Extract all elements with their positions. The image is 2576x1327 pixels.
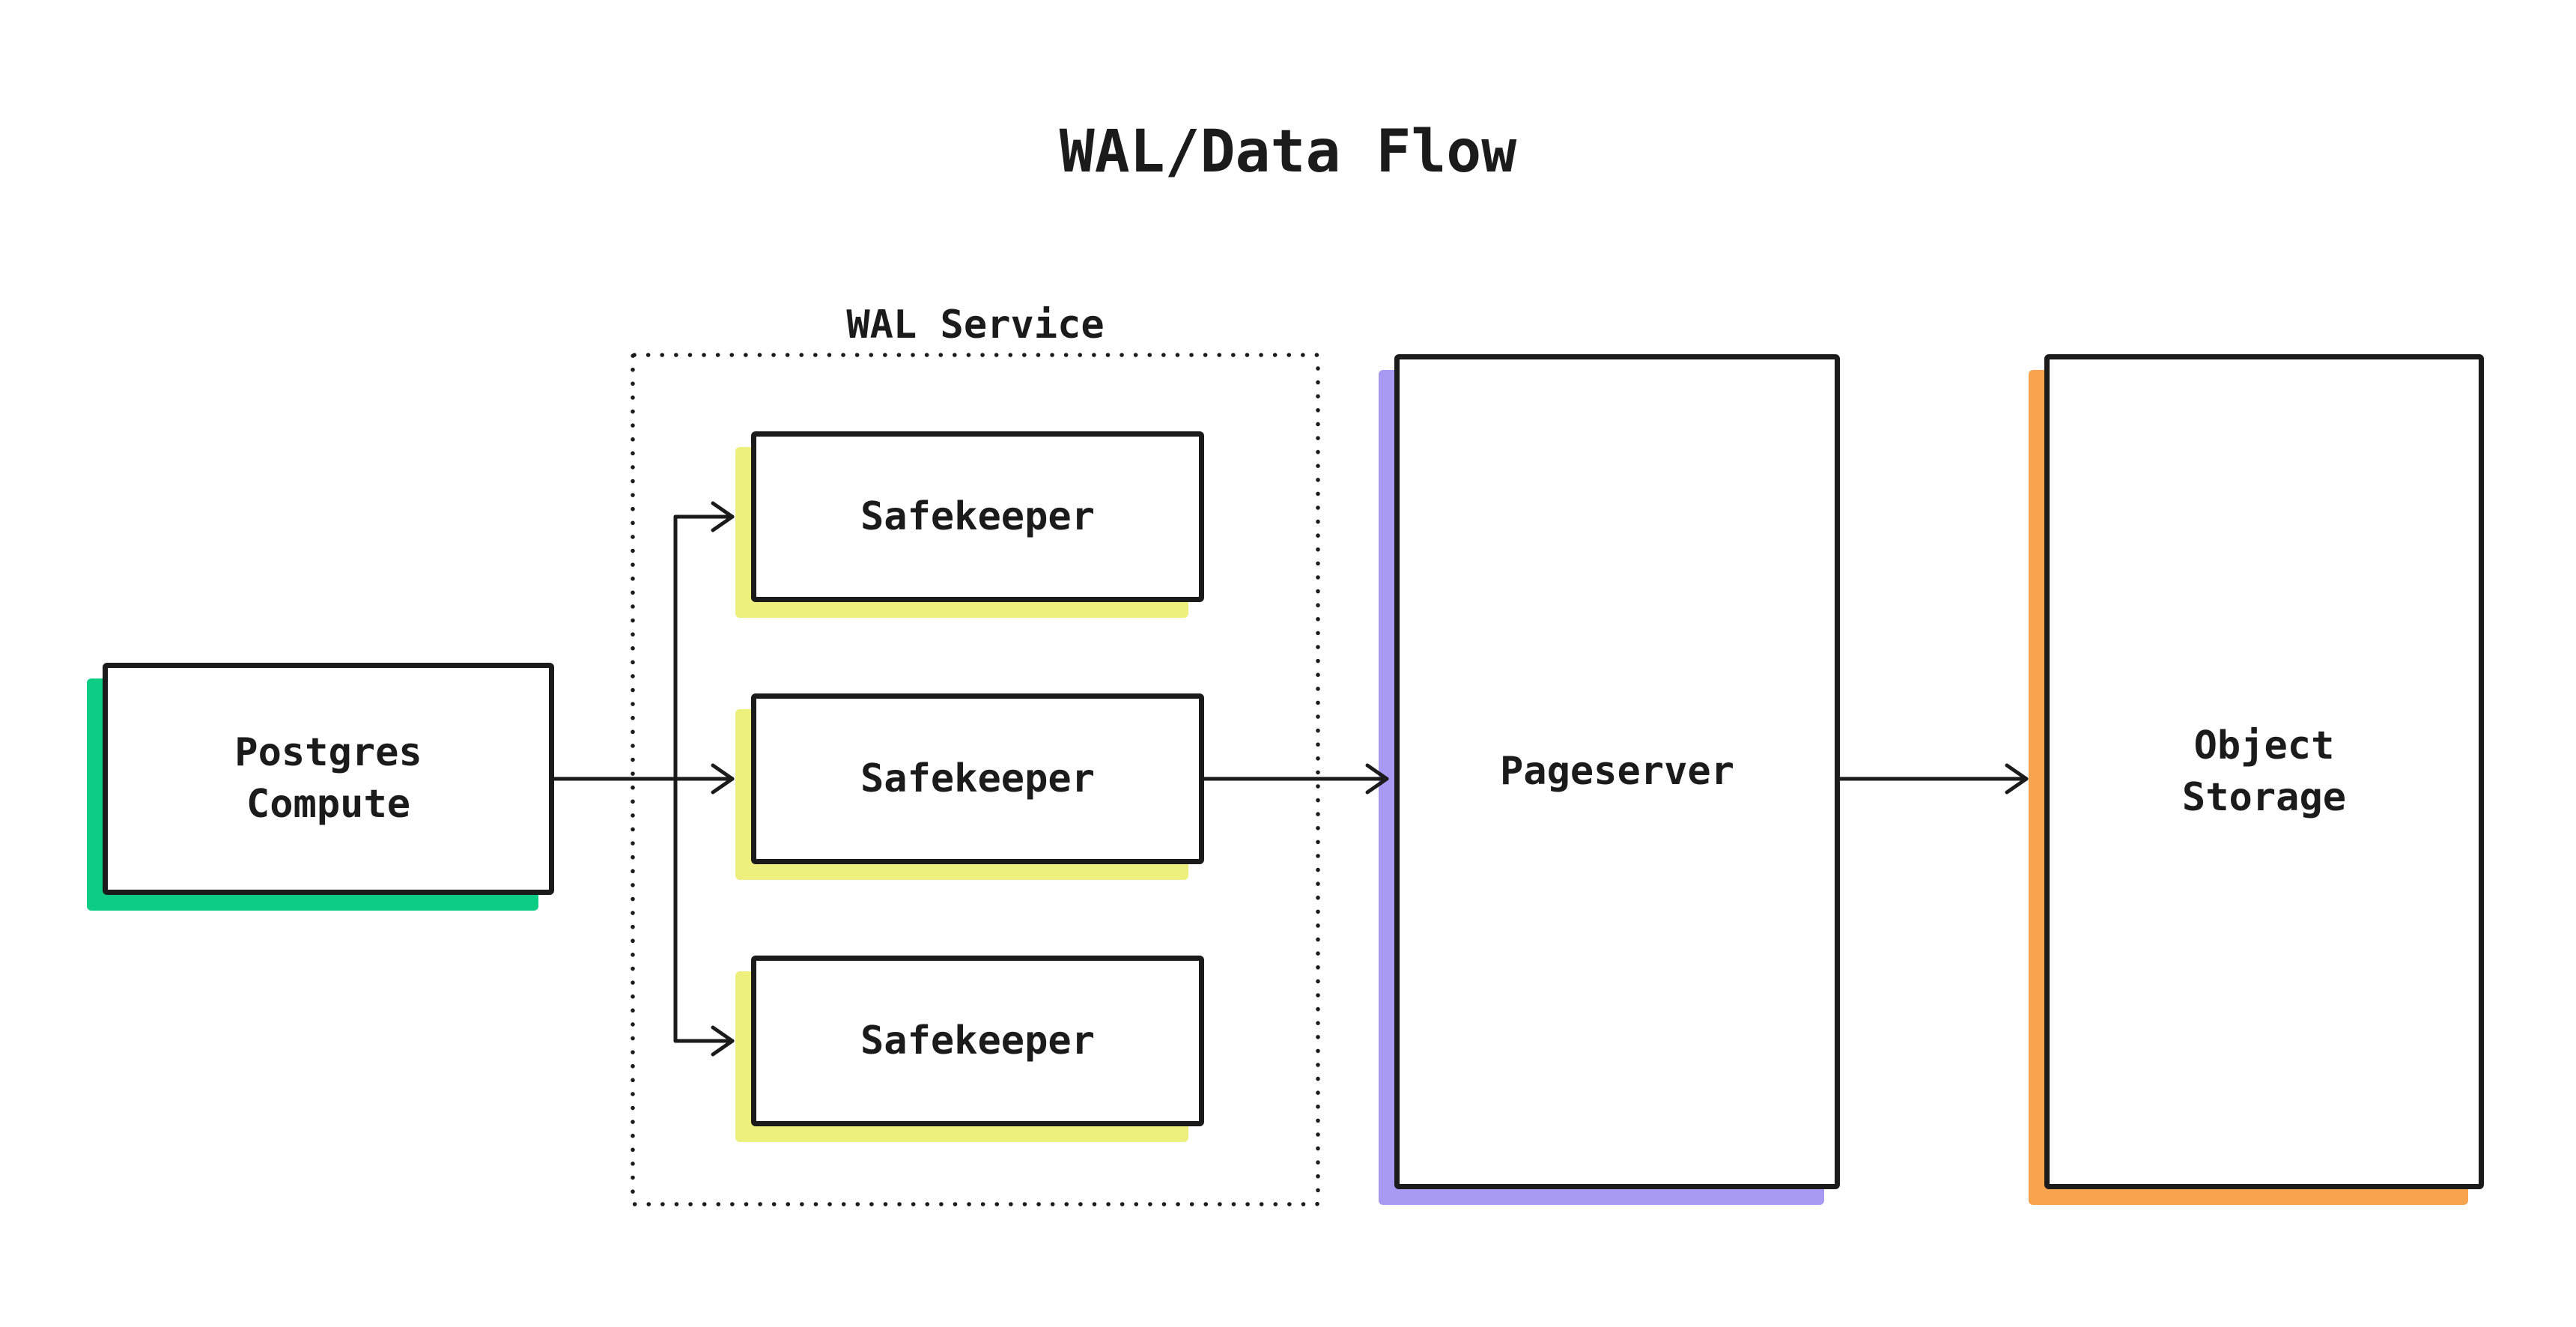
node-pageserver-label: Pageserver [1499,749,1735,795]
node-safekeeper-1: Safekeeper [751,431,1204,602]
node-safekeeper-1-label: Safekeeper [860,494,1096,539]
edge-arrowhead-safekeeper-1 [711,501,735,532]
node-postgres-compute-label: Postgres Compute [234,730,422,827]
edge-arrowhead-safekeeper-3 [711,1025,735,1057]
node-safekeeper-3-label: Safekeeper [860,1018,1096,1063]
node-safekeeper-2-label: Safekeeper [860,756,1096,801]
wal-service-group-label: WAL Service [846,303,1105,347]
edge-arrowhead-safekeeper-2 [711,763,735,795]
diagram-title: WAL/Data Flow [1059,118,1517,186]
node-object-storage: Object Storage [2044,354,2484,1189]
node-safekeeper-3: Safekeeper [751,956,1204,1126]
node-safekeeper-2: Safekeeper [751,693,1204,864]
node-object-storage-label: Object Storage [2181,723,2347,820]
node-postgres-compute: Postgres Compute [103,663,554,895]
edge-arrowhead-object-storage [2005,763,2029,795]
edge-arrowhead-pageserver [1365,763,1389,795]
node-pageserver: Pageserver [1394,354,1840,1189]
